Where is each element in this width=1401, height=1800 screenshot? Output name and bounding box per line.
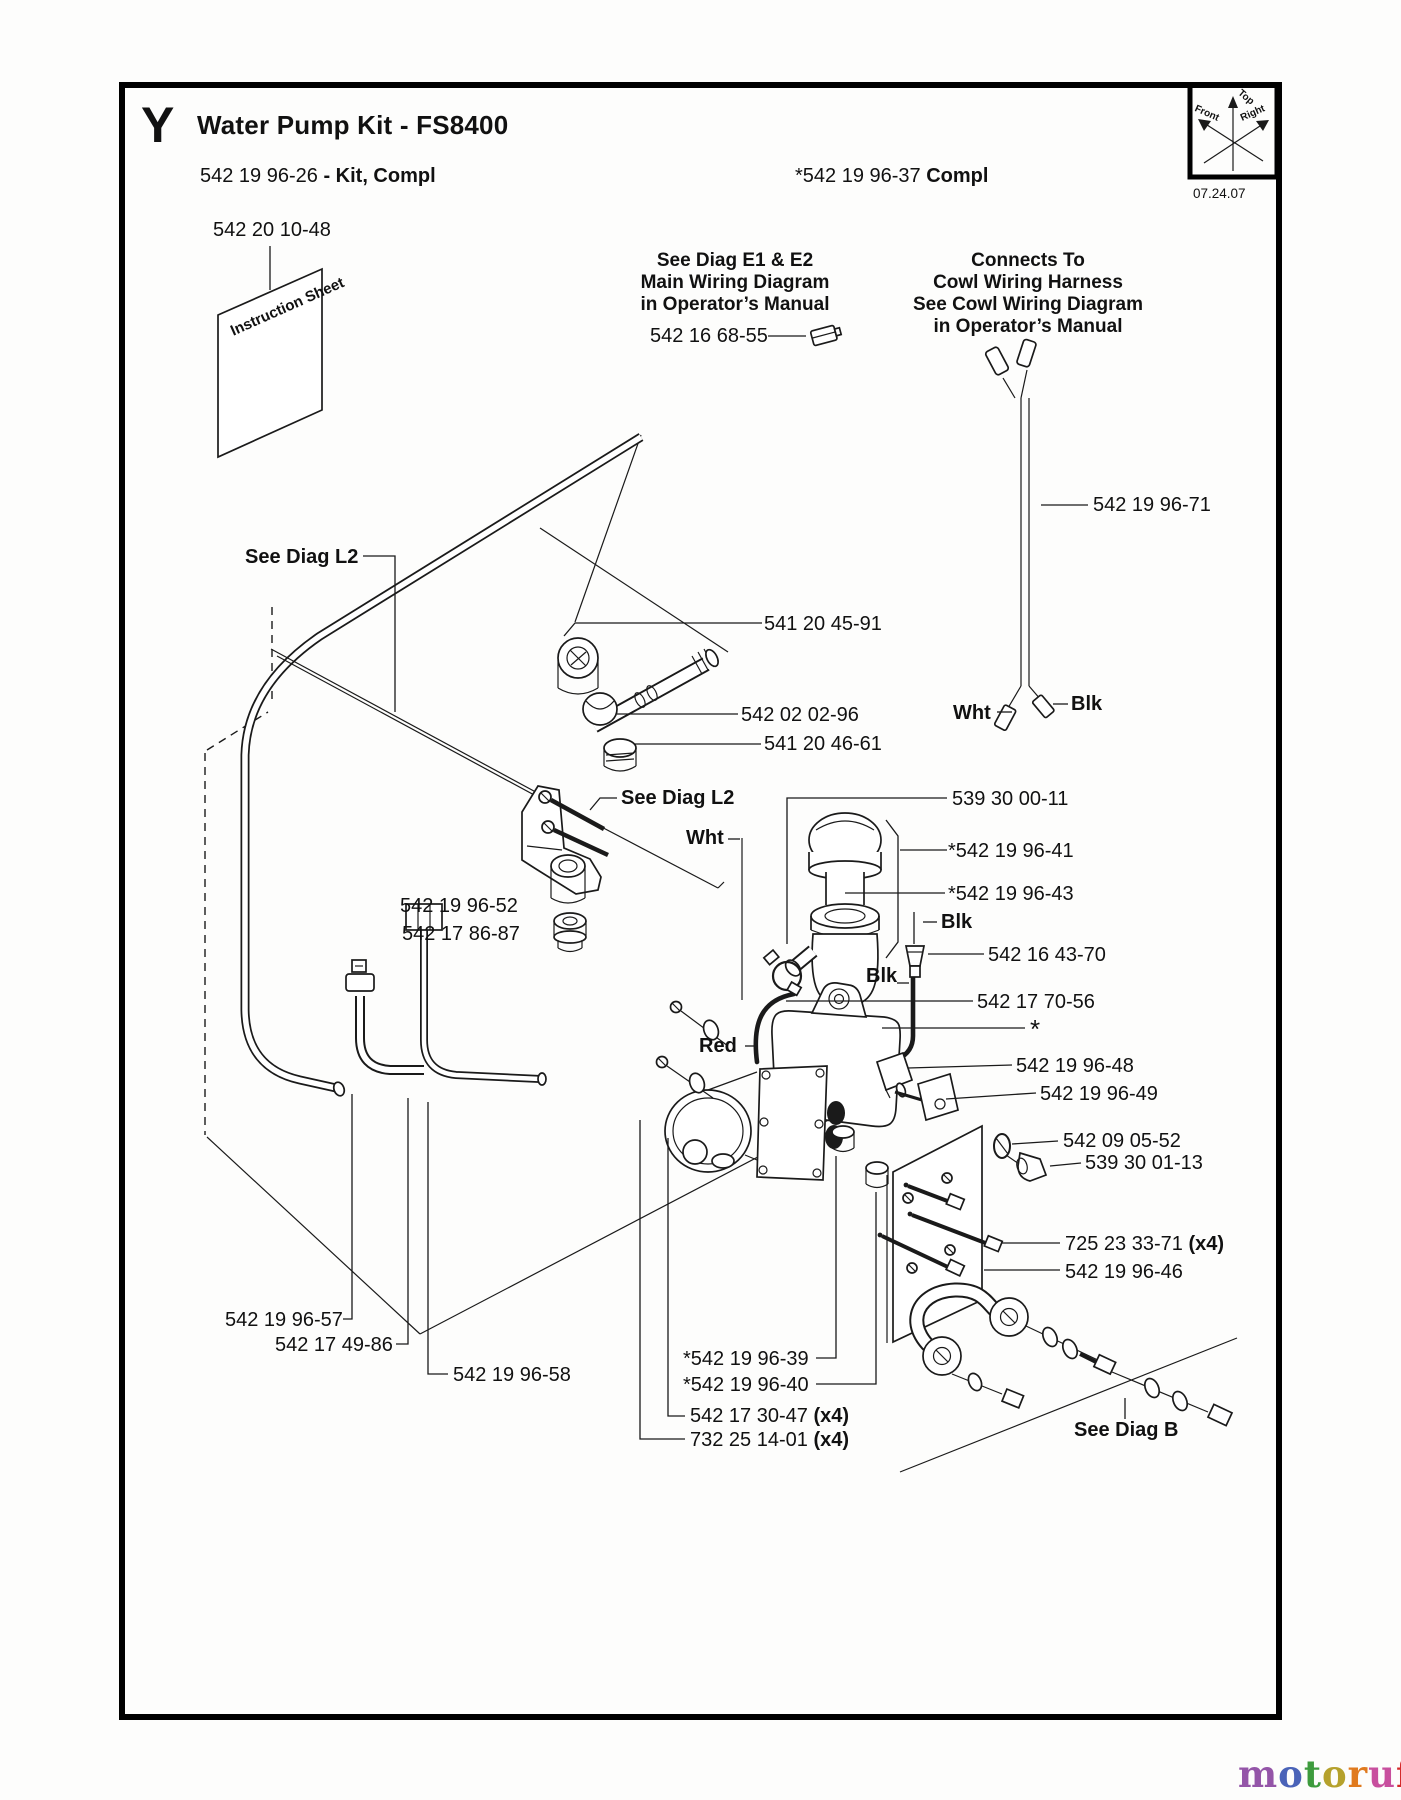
part-label: 542 19 96-71 bbox=[1093, 494, 1211, 516]
part-label: See Diag B bbox=[1074, 1419, 1179, 1441]
front-arrow-icon bbox=[1198, 119, 1211, 131]
fitting-48 bbox=[875, 1051, 923, 1102]
logo-letters: motoruf bbox=[1238, 1752, 1401, 1796]
pump-motor bbox=[664, 1065, 845, 1181]
compl-part-number: *542 19 96-37 bbox=[795, 165, 927, 187]
part-label: 542 19 96-46 bbox=[1065, 1261, 1183, 1283]
part-label: 542 02 02-96 bbox=[741, 704, 859, 726]
part-label: 542 17 49-86 bbox=[275, 1334, 393, 1356]
part-label: 542 19 96-49 bbox=[1040, 1083, 1158, 1105]
compl-part-label: Compl bbox=[926, 165, 989, 187]
part-label: 542 16 43-70 bbox=[988, 944, 1106, 966]
logo-letter: o bbox=[1321, 1752, 1348, 1796]
leader-lines bbox=[343, 335, 1126, 1440]
harness-wires bbox=[270, 648, 743, 1000]
part-label: *542 19 96-40 bbox=[683, 1374, 809, 1396]
mounting-plate-46 bbox=[877, 1124, 1004, 1344]
part-label: 542 19 96-57 bbox=[225, 1309, 343, 1331]
logo-letter: r bbox=[1347, 1752, 1369, 1796]
part-label: 732 25 14-01 (x4) bbox=[690, 1429, 850, 1451]
part-label: Red bbox=[699, 1035, 737, 1057]
grommet-86-87 bbox=[553, 912, 587, 953]
coupler-02-96 bbox=[582, 692, 618, 726]
kit-part-label: - Kit, Compl bbox=[323, 165, 436, 187]
logo-letter: o bbox=[1278, 1752, 1304, 1796]
part-label: See Diag L2 bbox=[621, 787, 735, 809]
part-label: 539 30 00-11 bbox=[952, 788, 1069, 810]
part-label: Blk bbox=[866, 965, 898, 987]
part-label: Wht bbox=[953, 702, 991, 724]
screws-washers bbox=[655, 1000, 729, 1099]
part-label: 542 19 96-48 bbox=[1016, 1055, 1134, 1077]
section-letter: Y bbox=[141, 97, 175, 153]
orientation-cube bbox=[1187, 82, 1280, 180]
part-label: 542 19 96-58 bbox=[453, 1364, 571, 1386]
note-line: in Operator’s Manual bbox=[640, 294, 830, 315]
note-line: Cowl Wiring Harness bbox=[933, 272, 1123, 293]
logo-letter: f bbox=[1396, 1752, 1401, 1796]
hose-58-and-clamp bbox=[345, 959, 424, 1075]
bracket-52 bbox=[521, 785, 609, 904]
block-49 bbox=[917, 1072, 959, 1122]
note-line: in Operator’s Manual bbox=[933, 316, 1123, 337]
revision-date: 07.24.07 bbox=[1193, 186, 1246, 201]
logo-letter: t bbox=[1303, 1752, 1322, 1796]
part-label: 541 20 46-61 bbox=[764, 733, 882, 755]
plate-bolts bbox=[877, 1182, 1004, 1277]
part-label: *542 19 96-41 bbox=[948, 840, 1074, 862]
instruction-sheet bbox=[217, 246, 323, 459]
wire-harness-71 bbox=[984, 338, 1055, 732]
cowl-wiring-note: Connects To Cowl Wiring Harness See Cowl… bbox=[913, 250, 1143, 338]
part-label: 539 30 01-13 bbox=[1085, 1152, 1203, 1174]
page-border bbox=[119, 82, 1282, 1720]
part-label: 541 20 45-91 bbox=[764, 613, 882, 635]
right-arrow-icon bbox=[1256, 120, 1269, 131]
part-label: Blk bbox=[1071, 693, 1103, 715]
part-label: 542 17 70-56 bbox=[977, 991, 1095, 1013]
part-label: *542 19 96-43 bbox=[948, 883, 1074, 905]
note-line: See Diag E1 & E2 bbox=[656, 250, 814, 271]
part-label: 542 09 05-52 bbox=[1063, 1130, 1181, 1152]
motoruf-watermark: motoruf.de bbox=[1238, 1752, 1401, 1796]
top-arrow-icon bbox=[1228, 96, 1238, 108]
logo-letter: u bbox=[1368, 1752, 1397, 1796]
main-wiring-note: See Diag E1 & E2 Main Wiring Diagram in … bbox=[641, 250, 830, 316]
page-title: Water Pump Kit - FS8400 bbox=[197, 110, 509, 140]
rubber-mounts bbox=[831, 1125, 889, 1189]
part-label: 542 16 68-55 bbox=[650, 325, 768, 347]
part-label: See Diag L2 bbox=[245, 546, 359, 568]
part-label: 725 23 33-71 (x4) bbox=[1065, 1233, 1225, 1255]
note-line: Connects To bbox=[971, 250, 1085, 271]
part-label: Wht bbox=[686, 827, 724, 849]
plug-01-13 bbox=[1016, 1151, 1048, 1182]
outlet-hose-and-bolts bbox=[909, 1282, 1234, 1427]
strainer-assembly bbox=[762, 812, 882, 1021]
note-line: Main Wiring Diagram bbox=[640, 272, 830, 293]
elbow-fitting-45-91 bbox=[557, 637, 599, 695]
part-label: Blk bbox=[941, 911, 973, 933]
kit-part-line: 542 19 96-26 - Kit, Compl bbox=[200, 165, 436, 188]
water-pipe-49-86 bbox=[405, 903, 547, 1086]
part-label: *542 19 96-39 bbox=[683, 1348, 809, 1370]
part-label: 542 17 30-47 (x4) bbox=[690, 1405, 850, 1427]
wiring-connector-icon bbox=[809, 324, 843, 347]
part-label: 542 19 96-52 bbox=[400, 895, 518, 917]
note-line: See Cowl Wiring Diagram bbox=[913, 294, 1143, 315]
part-label: 542 20 10-48 bbox=[213, 219, 331, 241]
logo-letter: m bbox=[1238, 1752, 1279, 1796]
nut-46-61 bbox=[603, 738, 637, 772]
compl-part-line: *542 19 96-37 Compl bbox=[795, 165, 988, 188]
part-label: * bbox=[1030, 1014, 1041, 1044]
kit-part-number: 542 19 96-26 bbox=[200, 165, 324, 187]
part-label: 542 17 86-87 bbox=[402, 923, 520, 945]
water-hose-57 bbox=[240, 433, 644, 1097]
